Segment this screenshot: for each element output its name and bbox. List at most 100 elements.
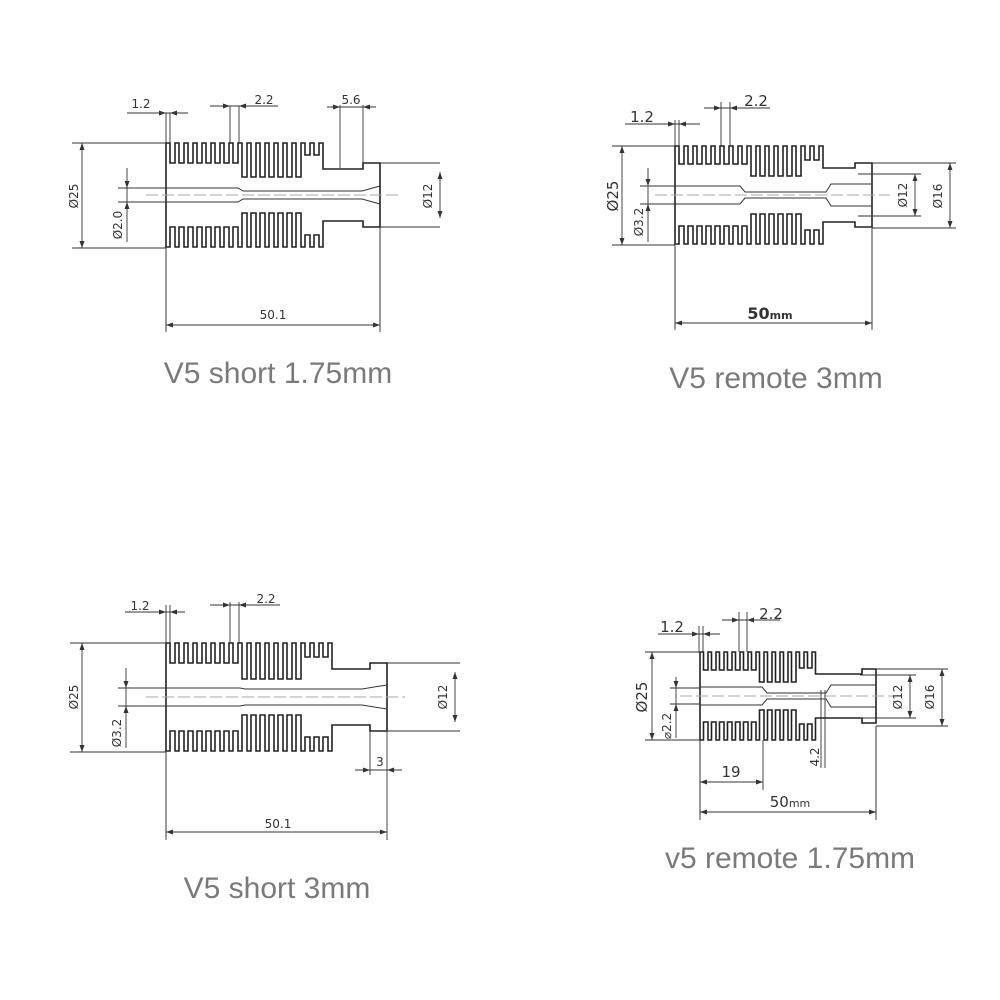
arrowhead-icon: [123, 681, 129, 688]
arrowhead-icon: [679, 121, 686, 127]
total-length-unit: mm: [770, 309, 793, 322]
bore-diameter-label: ⌀2.2: [660, 713, 674, 739]
arrowhead-icon: [166, 322, 173, 328]
drawing-title: V5 short 1.75mm: [164, 357, 392, 390]
total-length-value: 50: [747, 304, 769, 323]
arrowhead-icon: [700, 779, 707, 785]
total-length-label: 50mm: [747, 304, 792, 323]
arrowhead-icon: [747, 617, 754, 623]
arrowhead-icon: [79, 241, 85, 248]
arrowhead-icon: [649, 733, 655, 740]
arrowhead-icon: [730, 105, 737, 111]
arrowhead-icon: [373, 322, 380, 328]
arrowhead-icon: [159, 609, 166, 615]
arrowhead-icon: [939, 669, 945, 676]
arrowhead-icon: [756, 779, 763, 785]
bore-profile: [675, 197, 872, 207]
drawing-title: v5 remote 1.75mm: [665, 842, 915, 875]
arrowhead-icon: [223, 103, 230, 109]
arrowhead-icon: [437, 172, 443, 179]
arrowhead-icon: [907, 675, 913, 682]
total-length-value: 50: [770, 793, 789, 811]
arrowhead-icon: [907, 711, 913, 718]
fin-thickness-label: 1.2: [130, 599, 149, 613]
arrowhead-icon: [380, 829, 387, 835]
arrowhead-icon: [649, 652, 655, 659]
collar-diameter-label: Ø16: [923, 685, 937, 710]
arrowhead-icon: [692, 631, 699, 637]
arrowhead-icon: [452, 672, 458, 679]
arrowhead-icon: [619, 146, 625, 153]
arrowhead-icon: [79, 143, 85, 150]
fin-pitch-label: 2.2: [744, 92, 768, 110]
collar-diameter-label: Ø16: [931, 184, 945, 209]
total-length-label: 50.1: [265, 817, 292, 831]
arrowhead-icon: [123, 706, 129, 713]
throat-diameter-label: 4.2: [808, 747, 822, 766]
bore-profile: [166, 704, 388, 710]
total-length-label: 50mm: [770, 793, 811, 811]
arrowhead-icon: [333, 104, 340, 110]
arrowhead-icon: [645, 179, 651, 186]
arrowhead-icon: [700, 809, 707, 815]
drawing-title: V5 remote 3mm: [669, 362, 882, 395]
arrowhead-icon: [452, 715, 458, 722]
inner-diameter-label: Ø12: [891, 685, 905, 710]
fin-pitch-label: 2.2: [254, 93, 273, 107]
collar-diameter-label: Ø12: [436, 685, 450, 710]
collar-diameter-label: Ø12: [421, 184, 435, 209]
arrowhead-icon: [619, 238, 625, 245]
arrowhead-icon: [939, 719, 945, 726]
arrowhead-icon: [673, 681, 679, 688]
bore-diameter-label: Ø3.2: [632, 208, 646, 237]
outer-diameter-label: Ø25: [604, 181, 622, 212]
fin-thickness-label: 1.2: [630, 108, 654, 126]
arrowhead-icon: [912, 209, 918, 216]
arrowhead-icon: [947, 163, 953, 170]
fin-thickness-label: 1.2: [660, 618, 684, 636]
arrowhead-icon: [124, 202, 130, 209]
drawing-title: V5 short 3mm: [184, 872, 371, 905]
arrowhead-icon: [79, 745, 85, 752]
arrowhead-icon: [869, 809, 876, 815]
fin-thickness-label: 1.2: [131, 97, 150, 111]
arrowhead-icon: [732, 617, 739, 623]
bore-profile: [166, 198, 381, 205]
arrowhead-icon: [675, 320, 682, 326]
arrowhead-icon: [223, 602, 230, 608]
total-length-unit: mm: [789, 797, 810, 810]
fin-pitch-label: 2.2: [759, 605, 783, 623]
bore-diameter-label: Ø3.2: [110, 719, 124, 748]
arrowhead-icon: [124, 181, 130, 188]
collar-length-label: 3: [376, 755, 384, 769]
arrowhead-icon: [170, 609, 177, 615]
arrowhead-icon: [166, 829, 173, 835]
arrowhead-icon: [437, 211, 443, 218]
bore-length-label: 19: [721, 763, 740, 781]
outer-diameter-label: Ø25: [67, 184, 81, 209]
inner-diameter-label: Ø12: [896, 183, 910, 208]
arrowhead-icon: [947, 221, 953, 228]
fin-pitch-label: 2.2: [256, 592, 275, 606]
arrowhead-icon: [714, 105, 721, 111]
total-length-label: 50.1: [260, 308, 287, 322]
bore-profile: [700, 698, 876, 708]
arrowhead-icon: [79, 643, 85, 650]
arrowhead-icon: [668, 121, 675, 127]
arrowhead-icon: [239, 103, 246, 109]
arrowhead-icon: [703, 631, 710, 637]
bore-profile: [166, 684, 388, 690]
arrowhead-icon: [159, 110, 166, 116]
outer-diameter-label: Ø25: [633, 682, 651, 713]
arrowhead-icon: [865, 320, 872, 326]
arrowhead-icon: [363, 767, 370, 773]
bore-diameter-label: Ø2.0: [111, 211, 125, 240]
bore-profile: [675, 183, 872, 193]
arrowhead-icon: [912, 174, 918, 181]
arrowhead-icon: [387, 767, 394, 773]
neck-length-label: 5.6: [341, 93, 360, 107]
